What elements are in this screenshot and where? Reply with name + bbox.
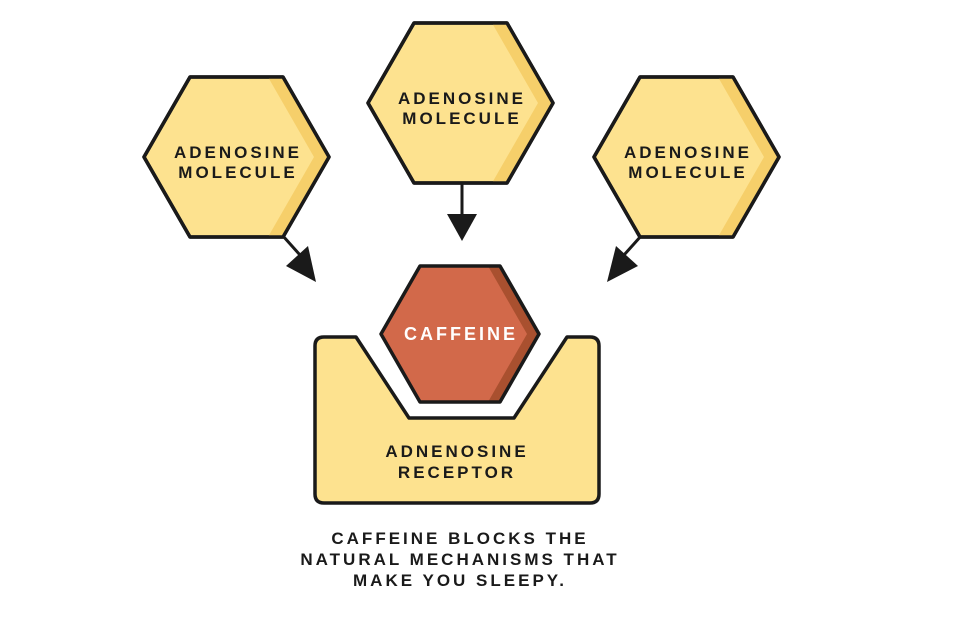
molecule-center-label-line1: ADENOSINE xyxy=(398,89,526,108)
caffeine-molecule: CAFFEINE xyxy=(379,264,541,404)
adenosine-molecule-right: ADENOSINE MOLECULE xyxy=(592,75,781,239)
receptor-label-line1: ADNENOSINE xyxy=(385,442,528,461)
molecule-right-label-line1: ADENOSINE xyxy=(624,143,752,162)
molecule-right-label-line2: MOLECULE xyxy=(628,163,747,182)
arrow-center xyxy=(447,183,477,241)
adenosine-molecule-center: ADENOSINE MOLECULE xyxy=(366,21,555,185)
molecule-left-label-line1: ADENOSINE xyxy=(174,143,302,162)
molecule-left-label-line2: MOLECULE xyxy=(178,163,297,182)
receptor-label-line2: RECEPTOR xyxy=(398,463,516,482)
arrow-right xyxy=(607,234,643,282)
diagram-caption: CAFFEINE BLOCKS THE NATURAL MECHANISMS T… xyxy=(230,528,690,591)
caption-line3: MAKE YOU SLEEPY. xyxy=(353,571,567,590)
molecule-center-label-line2: MOLECULE xyxy=(402,109,521,128)
caffeine-label: CAFFEINE xyxy=(404,324,518,344)
caption-line2: NATURAL MECHANISMS THAT xyxy=(300,550,620,569)
adenosine-receptor: ADNENOSINE RECEPTOR xyxy=(313,335,601,505)
adenosine-molecule-left: ADENOSINE MOLECULE xyxy=(142,75,331,239)
arrow-left xyxy=(281,234,316,282)
caption-line1: CAFFEINE BLOCKS THE xyxy=(331,529,589,548)
